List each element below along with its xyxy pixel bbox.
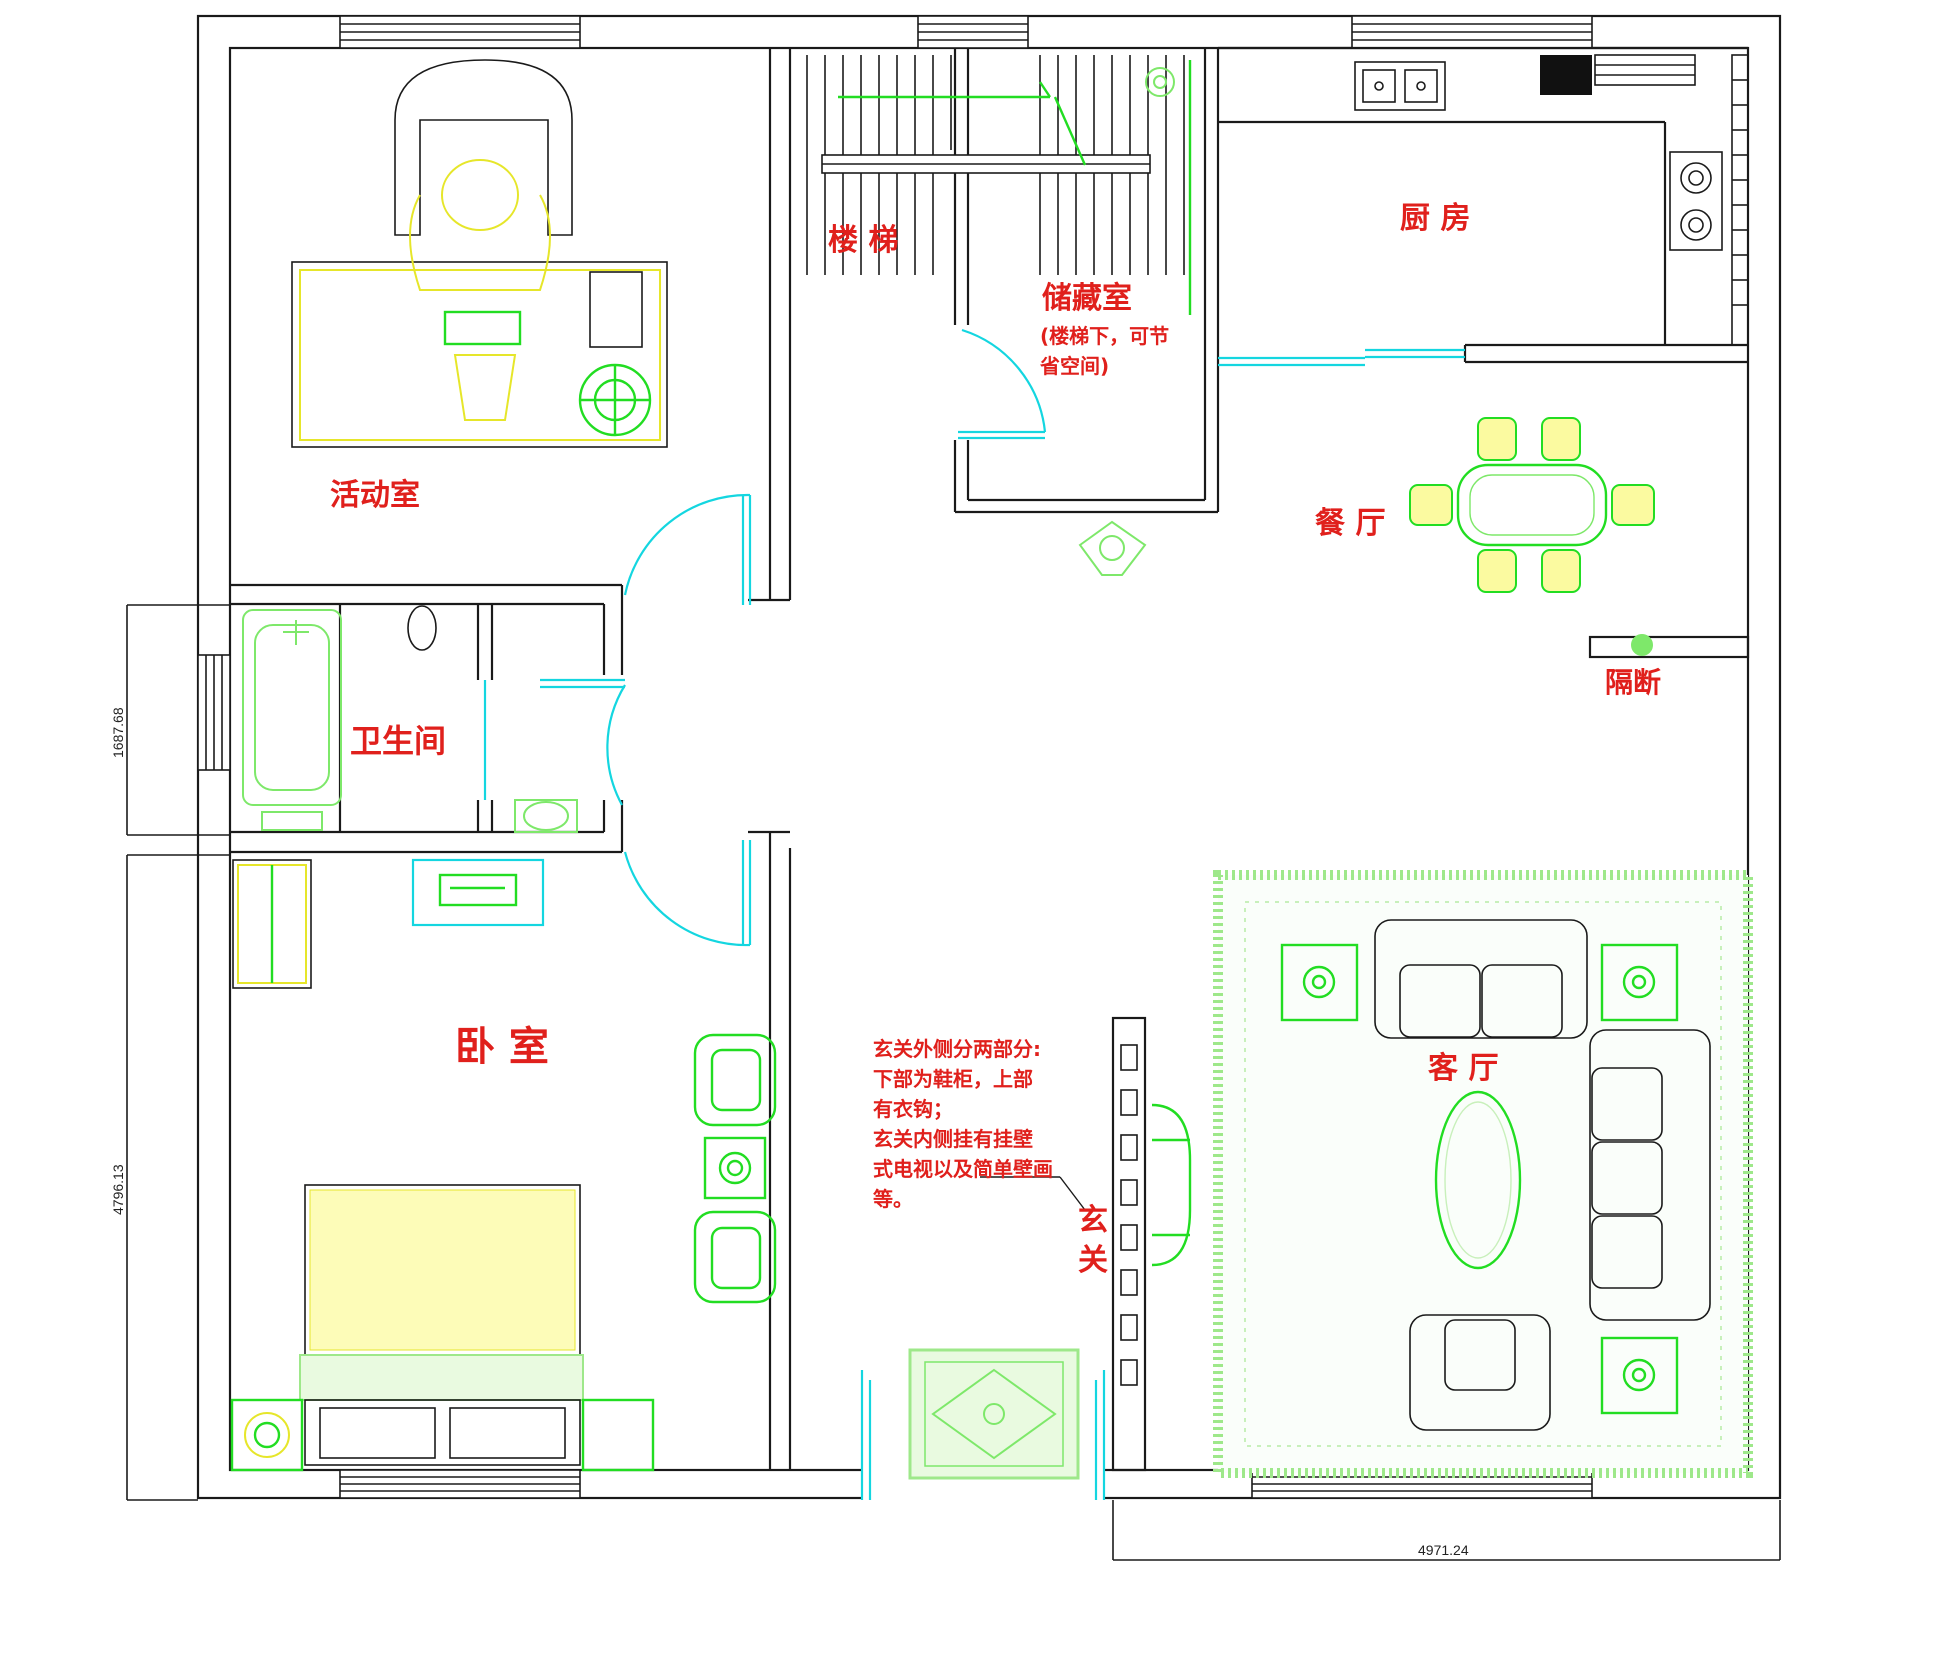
label-kitchen: 厨 房 <box>1400 201 1470 236</box>
entrance-note: 玄关外侧分两部分: 下部为鞋柜，上部 有衣钩； 玄关内侧挂有挂壁 式电视以及简单… <box>873 1037 1053 1211</box>
wardrobe <box>232 859 312 989</box>
doors <box>483 328 1465 947</box>
entrance-note-line: 式电视以及简单壁画 <box>873 1157 1053 1181</box>
label-bedroom: 卧 室 <box>455 1024 549 1070</box>
note-leader-tail <box>1059 1176 1086 1211</box>
label-bathroom: 卫生间 <box>350 722 446 760</box>
dim-bath-height: 1687.68 <box>110 707 126 758</box>
entrance-mat <box>908 1348 1080 1480</box>
interior-walls <box>230 46 1750 1472</box>
entrance-note-line: 等。 <box>873 1187 913 1211</box>
bed <box>230 1184 655 1472</box>
tv-wall <box>1151 1103 1192 1267</box>
label-living-room: 客 厅 <box>1428 1051 1498 1086</box>
label-dining: 餐 厅 <box>1315 506 1385 541</box>
dimension-lines <box>126 604 1781 1561</box>
stairs <box>806 55 1185 275</box>
entrance-note-line: 有衣钩； <box>873 1097 953 1121</box>
dim-width: 4971.24 <box>1418 1542 1469 1558</box>
label-activity-room: 活动室 <box>330 478 420 513</box>
entrance-jambs <box>860 1370 1106 1500</box>
stair-arrows <box>838 81 1087 166</box>
label-partition: 隔断 <box>1605 666 1661 699</box>
plant-decor <box>1078 67 1653 656</box>
entrance-note-line: 玄关外侧分两部分: <box>873 1037 1041 1061</box>
label-storage-note-1: (楼梯下，可节 <box>1040 324 1169 348</box>
dim-bedroom-height: 4796.13 <box>110 1164 126 1215</box>
bathroom-fixtures <box>242 605 578 833</box>
kitchen-fixtures <box>1354 54 1749 346</box>
desk-and-chair <box>291 59 668 448</box>
living-rug <box>1213 870 1753 1478</box>
bedroom-chairs <box>693 1033 777 1304</box>
label-storage-note-2: 省空间) <box>1039 354 1109 378</box>
windows <box>197 15 1593 1499</box>
living-sofas <box>1374 919 1711 1431</box>
entrance-note-line: 玄关内侧挂有挂壁 <box>873 1127 1033 1151</box>
entrance-note-line: 下部为鞋柜，上部 <box>873 1067 1033 1091</box>
tv-cabinet <box>411 858 545 927</box>
dining-set <box>1409 417 1655 593</box>
entrance-cabinet-cells <box>1120 1044 1138 1386</box>
coffee-table <box>1434 1090 1522 1270</box>
label-stairs: 楼 梯 <box>828 223 898 258</box>
label-storage: 储藏室 <box>1042 281 1132 316</box>
label-entrance-1: 玄 <box>1078 1203 1108 1238</box>
label-entrance-2: 关 <box>1078 1243 1108 1278</box>
side-tables <box>1280 943 1679 1415</box>
